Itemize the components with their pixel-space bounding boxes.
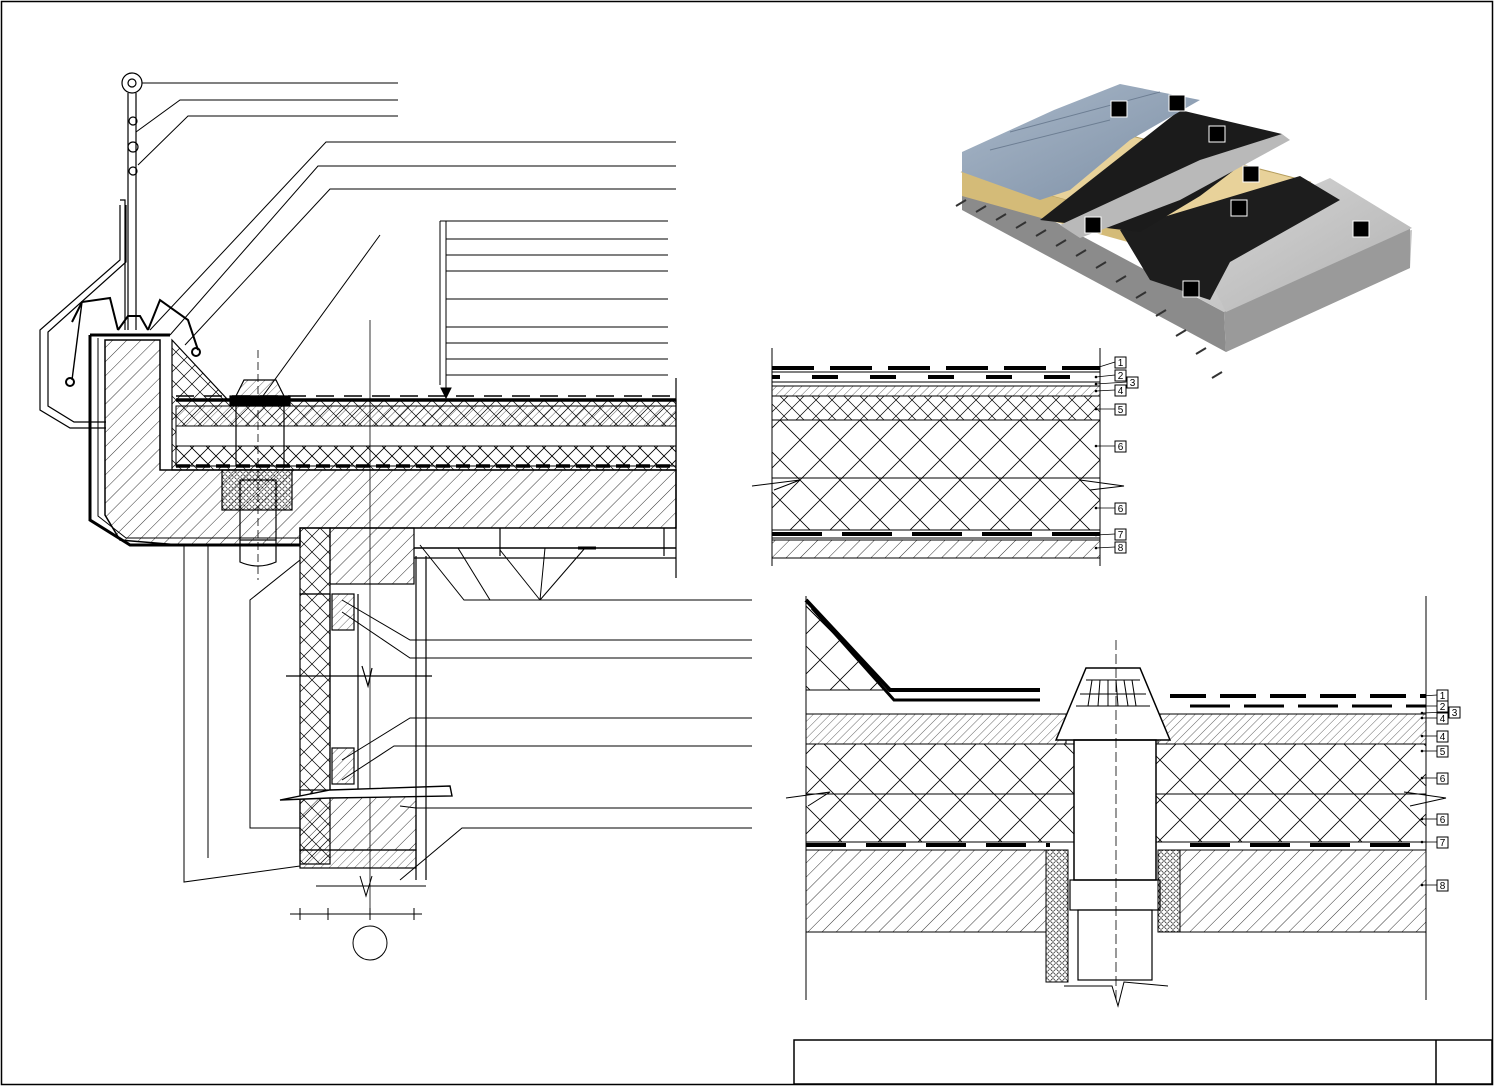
callout-section_a-6: 6 [1094,502,1127,515]
title-block [793,1039,1493,1085]
parapet-insulation-outline [88,333,300,547]
callout-section_b-5: 5 [1420,745,1449,758]
dimension-line [290,875,426,961]
roof-section-b-drain [785,596,1447,1008]
callout-section_b-9: 8 [1420,879,1449,892]
callout-section_a-1: 2 [1094,369,1127,382]
callout-number: 6 [1440,774,1446,785]
callout-section_b-6: 6 [1420,772,1449,785]
slab-ceiling [299,320,677,920]
grid-bubble [352,925,388,961]
callout-number: 6 [1440,815,1446,826]
callout-number: 2 [1440,702,1446,713]
callout-number: 2 [1118,371,1124,382]
lightning-rod [39,72,143,429]
section-a-callouts: 1 234 5 6 6 7 8 [1094,356,1139,554]
callout-number: 8 [1118,543,1124,554]
iso-concrete-slab [1190,178,1412,312]
callout-number: 1 [1118,358,1124,369]
isometric-roof-layers [955,84,1412,379]
parapet-coping [65,296,201,387]
callout-section_a-8: 8 [1094,541,1127,554]
callout-section_a-5: 6 [1094,440,1127,453]
callout-number: 4 [1118,386,1124,397]
callout-number: 6 [1118,442,1124,453]
callout-number: 8 [1440,881,1446,892]
callout-section_a-3: 4 [1094,384,1127,397]
callout-section_a-0: 1 [1094,356,1127,370]
callout-section_b-7: 6 [1420,813,1449,826]
callout-section_b-4: 4 [1420,730,1449,743]
callout-number: 4 [1440,714,1446,725]
window-frame [279,556,453,880]
callout-section_b-1: 2 [1420,700,1449,713]
callout-number: 5 [1118,405,1124,416]
callout-section_b-2: 3 [1420,706,1461,719]
callout-number: 7 [1118,530,1124,541]
iso-slate-shingles [962,84,1200,200]
callout-section_a-7: 7 [1094,528,1127,541]
callout-section_a-4: 5 [1094,403,1127,416]
callout-section_b-3: 4 [1420,712,1449,725]
parapet-inner-lining [97,338,300,539]
callout-section_b-8: 7 [1420,836,1449,849]
iso-rebar [955,199,1223,379]
iso-membrane-lower [1120,176,1340,300]
roof-section-a [751,348,1125,566]
callout-section_a-2: 3 [1094,376,1139,389]
callout-number: 1 [1440,691,1446,702]
iso-layer-markers [1084,94,1370,298]
callout-number: 3 [1130,378,1136,389]
roof-drain-left [221,350,293,580]
leader-lines-top [135,82,676,401]
callout-number: 3 [1452,708,1458,719]
callout-number: 4 [1440,732,1446,743]
parapet-section-detail [39,72,752,961]
callout-number: 7 [1440,838,1446,849]
callout-number: 5 [1440,747,1446,758]
callout-number: 6 [1118,504,1124,515]
callout-section_b-0: 1 [1420,689,1449,702]
leader-lines-bottom [183,544,752,883]
